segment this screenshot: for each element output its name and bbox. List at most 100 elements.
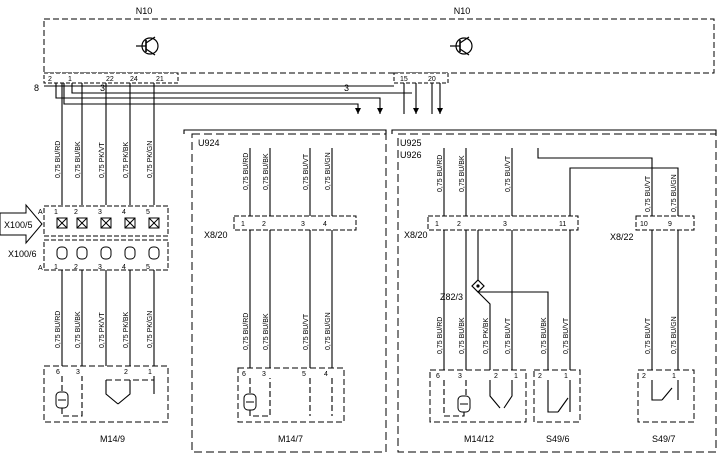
x8-20-mid-pin-2: 2 <box>262 221 266 228</box>
m14-12-pins: 6 3 2 1 <box>436 373 518 380</box>
s49-7-switch-icon <box>651 380 679 401</box>
x8-20-right-pin-1: 1 <box>435 221 439 228</box>
m14-9-pin-6: 6 <box>56 369 60 376</box>
right-wire-labels-top: 0,75 BU/RD 0,75 BU/BK 0,75 BU/VT 0,75 BU… <box>437 155 678 212</box>
connector-x8-22 <box>635 215 695 231</box>
mid-wire-labels-bottom: 0,75 BU/RD 0,75 BU/BK 0,75 BU/VT 0,75 BU… <box>243 312 332 350</box>
m14-9-pins: 6 3 2 1 <box>56 369 152 376</box>
wire-label-rb4: 0,75 BU/VT <box>505 317 512 354</box>
wire-label-m2: 0,75 BU/BK <box>263 153 270 190</box>
wire-label-m1b: 0,75 BU/RD <box>243 313 250 350</box>
m14-7-motor-icon <box>243 393 257 411</box>
m14-12-label: M14/12 <box>464 434 494 444</box>
x100-6-pin-2: 2 <box>74 264 78 271</box>
wire-label-r1: 0,75 BU/RD <box>437 155 444 192</box>
s49-6-pin-1: 1 <box>564 373 568 380</box>
x8-20-right-pin-2: 2 <box>457 221 461 228</box>
x100-6-pin-1: 1 <box>54 264 58 271</box>
n10-label-left: N10 <box>136 6 153 16</box>
x100-5-terminals <box>56 217 160 229</box>
s49-6-pins: 2 1 <box>538 373 568 380</box>
bus-label-3-mid: 3 <box>344 83 349 93</box>
wire-label-l3: 0,75 PK/VT <box>99 141 106 178</box>
x100-6-pin-3: 3 <box>98 264 102 271</box>
x100-6-terminals <box>56 246 160 260</box>
m14-12-pin-3: 3 <box>458 373 462 380</box>
component-s49-6 <box>533 369 581 423</box>
m14-9-pin-3: 3 <box>76 369 80 376</box>
wire-label-l2: 0,75 BU/BK <box>75 141 82 178</box>
wire-label-l4b: 0,75 PK/BK <box>123 311 130 348</box>
wire-label-l4: 0,75 PK/BK <box>123 141 130 178</box>
connector-x8-20-mid <box>233 215 357 231</box>
wire-label-rb1: 0,75 BU/RD <box>437 317 444 354</box>
wire-label-l3b: 0,75 PK/VT <box>99 311 106 348</box>
n10-pin-labels-left: 2 1 22 24 21 <box>48 76 164 83</box>
m14-12-pin-2: 2 <box>494 373 498 380</box>
s49-7-label: S49/7 <box>652 434 676 444</box>
n10-pin-22: 22 <box>106 76 114 83</box>
wire-label-rb5: 0,75 BU/BK <box>541 317 548 354</box>
n10-pin-2: 2 <box>48 76 52 83</box>
s49-6-pin-2: 2 <box>538 373 542 380</box>
x100-6-pin-a: A <box>38 265 43 272</box>
x100-5-pin-1: 1 <box>54 209 58 216</box>
s49-6-switch-icon <box>547 380 571 413</box>
component-m14-12 <box>429 369 527 423</box>
middle-section: U924 0,75 BU/RD 0,75 BU/BK 0,75 BU/VT 0,… <box>183 129 387 453</box>
x8-20-mid-label: X8/20 <box>204 230 228 240</box>
x8-22-pins: 10 9 <box>640 221 672 228</box>
n10-pin-15: 15 <box>400 76 408 83</box>
n10-pin-21: 21 <box>156 76 164 83</box>
m14-7-pin-3: 3 <box>262 371 266 378</box>
u926-label: U926 <box>400 150 422 160</box>
x8-20-right-label: X8/20 <box>404 230 428 240</box>
bus-label-3-left: 3 <box>100 83 105 93</box>
u925-label: U925 <box>400 138 422 148</box>
m14-12-motor-icon <box>457 395 471 413</box>
section-frame-u925 <box>397 133 717 453</box>
s49-7-pins: 2 1 <box>642 373 676 380</box>
wire-label-m4: 0,75 BU/GN <box>325 152 332 190</box>
x8-22-pin-10: 10 <box>640 221 648 228</box>
x100-5-pin-5: 5 <box>146 209 150 216</box>
n10-label-right: N10 <box>454 6 471 16</box>
component-m14-7 <box>237 367 345 423</box>
s49-7-pin-2: 2 <box>642 373 646 380</box>
x100-5-label: X100/5 <box>4 220 33 230</box>
n10-pin-24: 24 <box>130 76 138 83</box>
x100-6-pin-4: 4 <box>122 264 126 271</box>
x100-5-pin-2: 2 <box>74 209 78 216</box>
m14-9-pin-1: 1 <box>148 369 152 376</box>
m14-7-pin-6: 6 <box>242 371 246 378</box>
m14-7-pins: 6 3 5 4 <box>242 371 328 378</box>
wire-label-m1: 0,75 BU/RD <box>243 153 250 190</box>
wire-label-l1b: 0,75 BU/RD <box>55 311 62 348</box>
splice-z82-3 <box>471 279 485 293</box>
x100-6-pin-5: 5 <box>146 264 150 271</box>
x100-5-pin-4: 4 <box>122 209 126 216</box>
x100-5-pins: 1 2 3 4 5 <box>54 209 150 216</box>
wire-label-m4b: 0,75 BU/GN <box>325 312 332 350</box>
u924-label: U924 <box>198 138 220 148</box>
connector-arrow <box>0 203 43 245</box>
wire-label-r2: 0,75 BU/BK <box>459 155 466 192</box>
connector-x8-20-right <box>427 215 579 231</box>
wire-label-s2: 0,75 BU/GN <box>671 174 678 212</box>
wire-label-m3b: 0,75 BU/VT <box>303 313 310 350</box>
wire-label-l2b: 0,75 BU/BK <box>75 311 82 348</box>
control-unit-n10: N10 N10 2 1 22 24 21 15 20 <box>43 6 715 84</box>
splice-label: Z82/3 <box>440 292 463 302</box>
n10-connector-left <box>43 72 179 84</box>
m14-7-label: M14/7 <box>278 434 303 444</box>
x8-20-right-pin-11: 11 <box>559 221 566 228</box>
m14-7-pin-5: 5 <box>302 371 306 378</box>
bus-lines: 8 3 3 <box>34 83 443 114</box>
x8-22-pin-9: 9 <box>668 221 672 228</box>
wire-label-sb2: 0,75 BU/GN <box>671 316 678 354</box>
left-wire-labels-bottom: 0,75 BU/RD 0,75 BU/BK 0,75 PK/VT 0,75 PK… <box>55 311 154 348</box>
m14-9-pin-2: 2 <box>124 369 128 376</box>
m14-9-motor-icon <box>55 391 69 409</box>
x8-20-mid-pin-3: 3 <box>301 221 305 228</box>
wire-label-rb2: 0,75 BU/BK <box>459 317 466 354</box>
